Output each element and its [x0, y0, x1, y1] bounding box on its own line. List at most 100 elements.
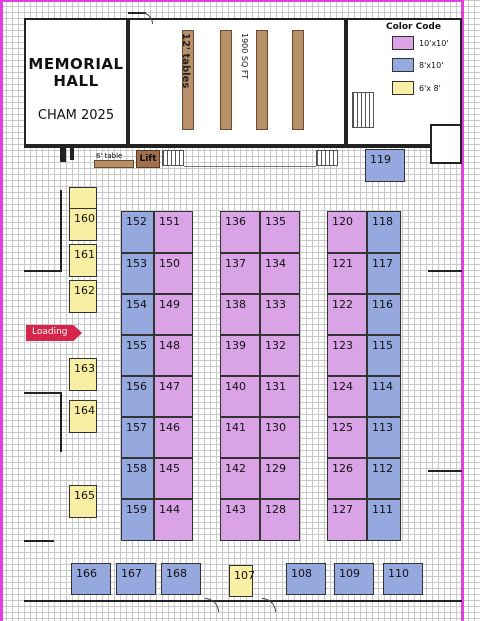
twelve-foot-table-4: [292, 30, 304, 130]
booth-143[interactable]: 143: [220, 499, 260, 541]
legend-label-8x10: 8'x10': [419, 61, 444, 70]
booth-112[interactable]: 112: [367, 458, 401, 499]
booth-140[interactable]: 140: [220, 376, 260, 417]
booth-119[interactable]: 119: [365, 149, 405, 182]
legend-swatch-6x8: [392, 81, 414, 95]
booth-142[interactable]: 142: [220, 458, 260, 499]
twelve-foot-table-1: [182, 30, 194, 130]
event-title: CHAM 2025: [37, 108, 115, 123]
booth-137[interactable]: 137: [220, 253, 260, 294]
booth-123[interactable]: 123: [327, 335, 367, 376]
booth-132[interactable]: 132: [260, 335, 300, 376]
booth-155[interactable]: 155: [121, 335, 154, 376]
hall-name: MEMORIAL HALL: [26, 55, 126, 91]
booth-149[interactable]: 149: [154, 294, 193, 335]
booth-167[interactable]: 167: [116, 563, 156, 595]
booth-135[interactable]: 135: [260, 211, 300, 253]
booth-127[interactable]: 127: [327, 499, 367, 541]
booth-145[interactable]: 145: [154, 458, 193, 499]
stairs-left: [162, 150, 184, 166]
booth-108[interactable]: 108: [286, 563, 326, 595]
right-wall-1: [428, 270, 462, 272]
loading-arrow: Loading: [26, 325, 82, 341]
map-border-right: [461, 0, 464, 621]
booth-114[interactable]: 114: [367, 376, 401, 417]
tables-label: 12' tables: [180, 33, 191, 89]
bottom-wall: [24, 600, 462, 602]
booth-165[interactable]: 165: [69, 485, 97, 518]
booth-124[interactable]: 124: [327, 376, 367, 417]
booth-147[interactable]: 147: [154, 376, 193, 417]
left-wall-5: [24, 540, 54, 542]
six-foot-table: [94, 160, 134, 168]
six-foot-table-label: 6' table: [96, 152, 123, 160]
map-border-left: [0, 0, 3, 621]
booth-166[interactable]: 166: [71, 563, 111, 595]
booth-133[interactable]: 133: [260, 294, 300, 335]
booth-116[interactable]: 116: [367, 294, 401, 335]
booth-117[interactable]: 117: [367, 253, 401, 294]
booth-118[interactable]: 118: [367, 211, 401, 253]
legend-label-6x8: 6'x 8': [419, 84, 441, 93]
side-room: [430, 124, 462, 164]
booth-146[interactable]: 146: [154, 417, 193, 458]
tables-room: [128, 18, 346, 146]
legend-swatch-8x10: [392, 58, 414, 72]
twelve-foot-table-3: [256, 30, 268, 130]
lift: Lift: [136, 150, 160, 168]
booth-157[interactable]: 157: [121, 417, 154, 458]
booth-107[interactable]: 107: [229, 565, 255, 597]
booth-153[interactable]: 153: [121, 253, 154, 294]
stairs-right: [316, 150, 338, 166]
twelve-foot-table-2: [220, 30, 232, 130]
pillar-2: [70, 148, 74, 160]
booth-134[interactable]: 134: [260, 253, 300, 294]
booth-130[interactable]: 130: [260, 417, 300, 458]
booth-110[interactable]: 110: [383, 563, 423, 595]
booth-154[interactable]: 154: [121, 294, 154, 335]
booth-168[interactable]: 168: [161, 563, 201, 595]
booth-129[interactable]: 129: [260, 458, 300, 499]
legend-label-10x10: 10'x10': [419, 39, 449, 48]
booth-164[interactable]: 164: [69, 400, 97, 433]
booth-161[interactable]: 161: [69, 244, 97, 277]
booth-113[interactable]: 113: [367, 417, 401, 458]
map-border-top: [0, 0, 464, 2]
booth-160[interactable]: 160: [69, 208, 97, 241]
stairs-top: [352, 92, 374, 128]
booth-121[interactable]: 121: [327, 253, 367, 294]
booth-148[interactable]: 148: [154, 335, 193, 376]
booth-125[interactable]: 125: [327, 417, 367, 458]
door-top-swing: [141, 12, 153, 24]
booth-109[interactable]: 109: [334, 563, 374, 595]
booth-141[interactable]: 141: [220, 417, 260, 458]
door-top: [128, 12, 146, 22]
ramp-line: [184, 166, 316, 167]
legend-title: Color Code: [386, 22, 441, 32]
booth-115[interactable]: 115: [367, 335, 401, 376]
right-wall-2: [428, 470, 462, 472]
booth-122[interactable]: 122: [327, 294, 367, 335]
booth-144[interactable]: 144: [154, 499, 193, 541]
booth-126[interactable]: 126: [327, 458, 367, 499]
booth-156[interactable]: 156: [121, 376, 154, 417]
booth-162[interactable]: 162: [69, 280, 97, 313]
left-wall-3: [24, 392, 62, 394]
booth-158[interactable]: 158: [121, 458, 154, 499]
booth-128[interactable]: 128: [260, 499, 300, 541]
booth-136[interactable]: 136: [220, 211, 260, 253]
booth-151[interactable]: 151: [154, 211, 193, 253]
booth-120[interactable]: 120: [327, 211, 367, 253]
booth-138[interactable]: 138: [220, 294, 260, 335]
left-wall-4: [60, 392, 62, 452]
booth-131[interactable]: 131: [260, 376, 300, 417]
booth-152[interactable]: 152: [121, 211, 154, 253]
booth-150[interactable]: 150: [154, 253, 193, 294]
hall-name-line1: MEMORIAL: [28, 55, 124, 73]
booth-159[interactable]: 159: [121, 499, 154, 541]
booth-163[interactable]: 163: [69, 358, 97, 391]
booth-139[interactable]: 139: [220, 335, 260, 376]
booth-111[interactable]: 111: [367, 499, 401, 541]
pillar-1: [60, 148, 66, 162]
